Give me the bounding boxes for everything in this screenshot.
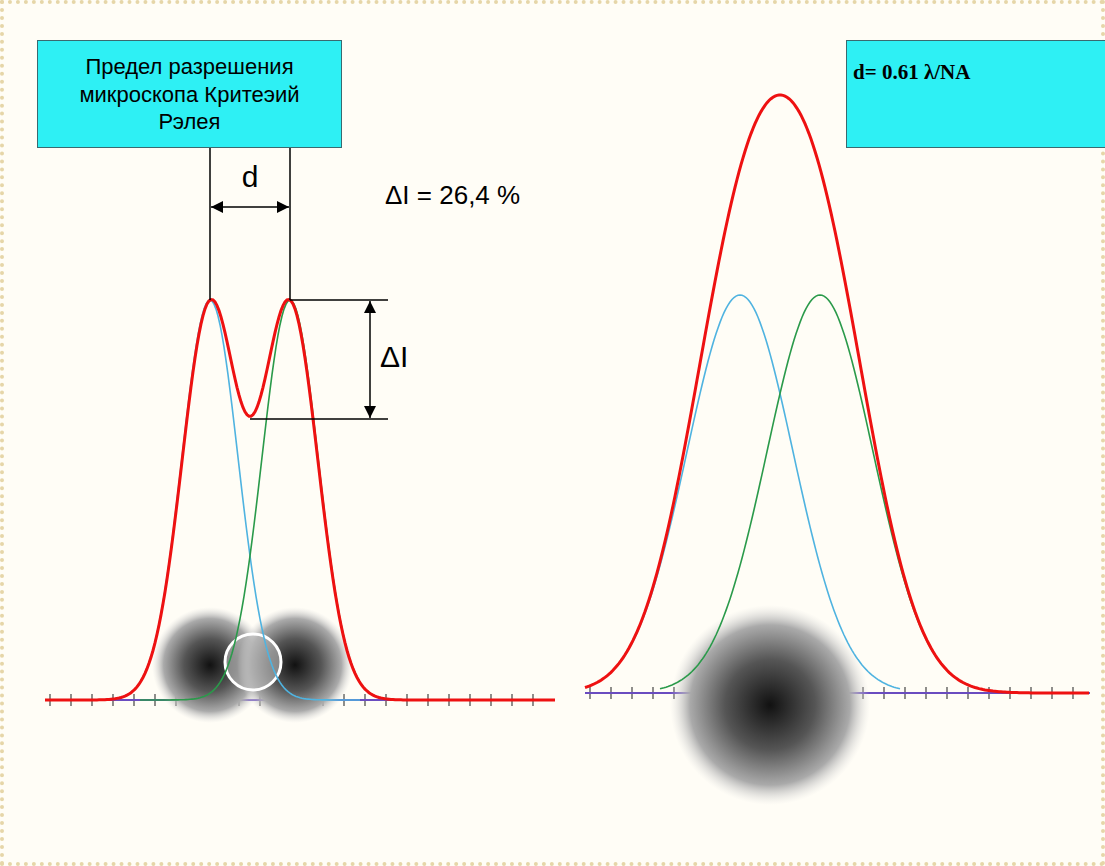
formula-box: d= 0.61 λ/NA	[846, 40, 1105, 148]
dimension-arrow	[211, 206, 289, 208]
merged-spot	[670, 605, 870, 805]
overlap-ring	[225, 634, 281, 690]
delta-arrow	[369, 301, 371, 418]
dimension-label: d	[242, 160, 259, 194]
level-line	[290, 299, 388, 301]
box-text: Предел разрешения микроскопа Критеэий Рэ…	[46, 53, 333, 136]
psf-curve-green	[140, 300, 440, 700]
psf-curve-green	[660, 295, 980, 689]
delta-value: ΔI = 26,4 %	[385, 180, 520, 211]
box-text: d= 0.61 λ/NA	[853, 59, 1099, 85]
delta-label: ΔI	[380, 340, 408, 374]
level-line	[250, 418, 388, 420]
psf-curve-blue	[60, 300, 360, 700]
sum-curve-red	[585, 95, 1089, 693]
title-box: Предел разрешения микроскопа Критеэий Рэ…	[37, 40, 342, 148]
sum-curve-red	[45, 300, 555, 701]
